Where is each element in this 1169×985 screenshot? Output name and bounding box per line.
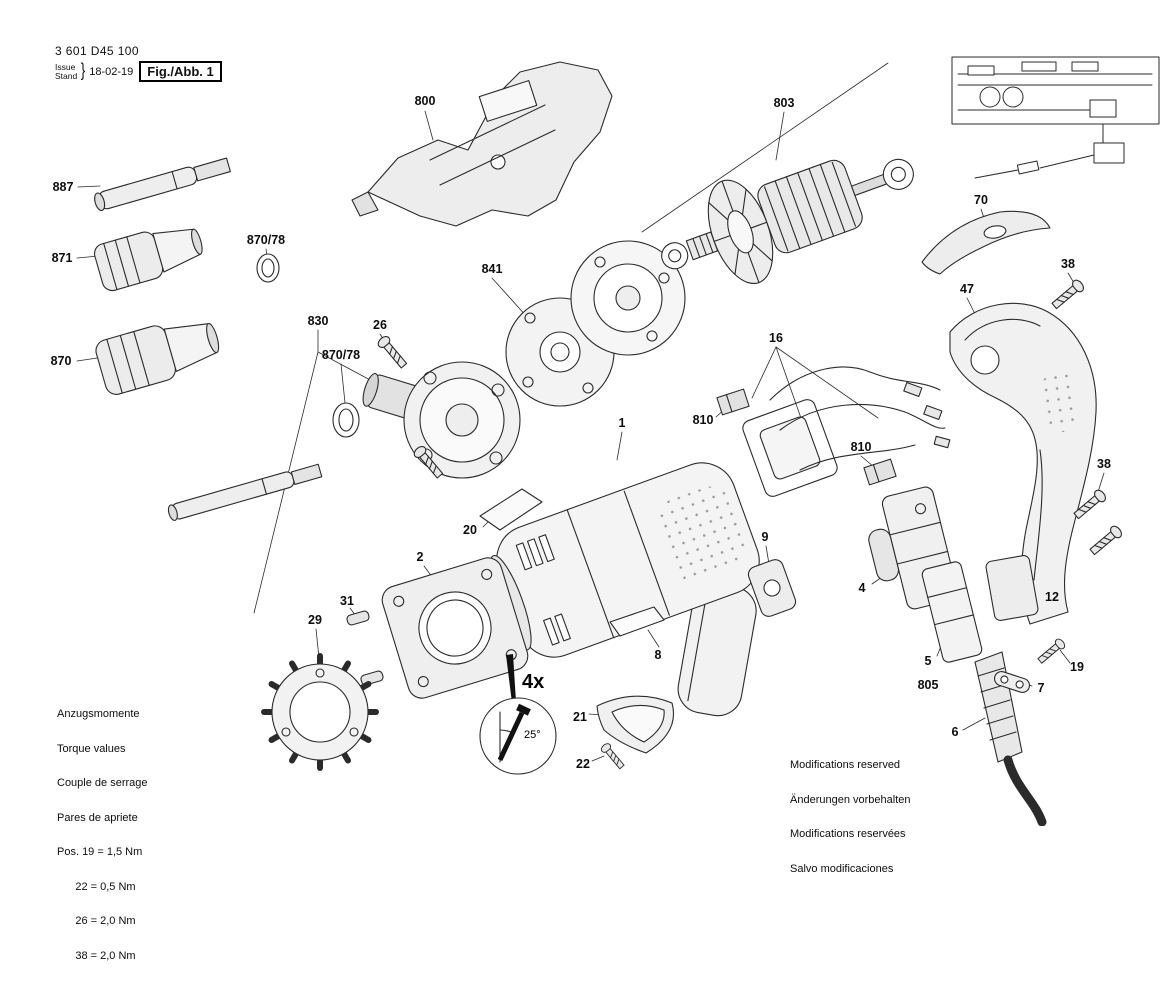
- bit-holder-887: [94, 157, 231, 212]
- part-callout-870-78-a: 870/78: [246, 233, 286, 247]
- part-callout-16: 16: [769, 331, 783, 345]
- part-callout-22: 22: [576, 757, 590, 771]
- part-callout-805: 805: [917, 678, 939, 692]
- part-callout-9: 9: [761, 530, 769, 544]
- parts-diagram-page: 3 601 D45 100 Issue Stand } 18-02-19 Fig…: [50, 44, 1160, 961]
- plate-20: [479, 488, 543, 531]
- torque-note-line: Pares de apriete: [57, 811, 138, 824]
- part-callout-12: 12: [1045, 590, 1059, 604]
- part-callout-70: 70: [974, 193, 988, 207]
- brush-plate-assembly-16: [742, 366, 951, 497]
- sleeve-870: [95, 323, 220, 395]
- title-block: 3 601 D45 100 Issue Stand } 18-02-19 Fig…: [55, 44, 222, 82]
- part-callout-20: 20: [463, 523, 477, 537]
- o-ring-870-78-b: [332, 402, 360, 438]
- clamp-7: [993, 671, 1031, 693]
- part-callout-6: 6: [951, 725, 959, 739]
- part-callout-8: 8: [654, 648, 662, 662]
- part-callout-870-78-b: 870/78: [321, 348, 361, 362]
- angle-annotation: 25°: [524, 729, 541, 741]
- part-callout-38-a: 38: [1061, 257, 1075, 271]
- cap-21: [596, 695, 675, 754]
- issue-brace: }: [80, 60, 86, 80]
- modifications-note-line: Salvo modificaciones: [790, 862, 894, 875]
- part-callout-31: 31: [340, 594, 354, 608]
- part-callout-19: 19: [1070, 660, 1084, 674]
- part-callout-1: 1: [618, 416, 626, 430]
- part-callout-800: 800: [414, 94, 436, 108]
- o-ring-870-78-a: [256, 253, 280, 283]
- part-callout-21: 21: [573, 710, 587, 724]
- component-12: [985, 555, 1039, 621]
- screw-26-a: [375, 333, 410, 371]
- sleeve-871: [93, 228, 203, 292]
- part-callout-29: 29: [308, 613, 322, 627]
- part-callout-887: 887: [52, 180, 74, 194]
- module-805: [921, 561, 983, 663]
- part-callout-4: 4: [858, 581, 866, 595]
- label-plate-8: [609, 606, 665, 637]
- pin-31-a: [346, 610, 370, 626]
- part-callout-47: 47: [960, 282, 974, 296]
- part-callout-7: 7: [1037, 681, 1045, 695]
- bracket-9: [747, 559, 797, 617]
- torque-note: Anzugsmomente Torque values Couple de se…: [57, 686, 148, 985]
- field-2: [381, 557, 529, 699]
- torque-note-line: 38 = 2,0 Nm: [57, 949, 136, 962]
- wiring-inset-diagram: [951, 56, 1160, 179]
- part-callout-810-a: 810: [692, 413, 714, 427]
- part-callout-870: 870: [50, 354, 72, 368]
- modifications-note: Modifications reserved Änderungen vorbeh…: [790, 737, 910, 898]
- screw-38-a: [1049, 277, 1087, 312]
- torque-note-line: Anzugsmomente: [57, 708, 140, 720]
- carbon-brush-810-b: [863, 458, 897, 486]
- angle-detail: [479, 654, 557, 775]
- part-callout-871: 871: [51, 251, 73, 265]
- part-number: 3 601 D45 100: [55, 44, 139, 58]
- modifications-note-line: Änderungen vorbehalten: [790, 793, 911, 806]
- issue-label: Issue: [55, 61, 76, 72]
- figure-label: Fig./Abb. 1: [139, 61, 222, 82]
- housing-grip: [677, 583, 757, 717]
- screw-38-b2: [1087, 523, 1125, 558]
- part-callout-830: 830: [307, 314, 329, 328]
- part-callout-38-b: 38: [1097, 457, 1111, 471]
- part-callout-5: 5: [924, 654, 932, 668]
- armature-803: [661, 158, 914, 285]
- quantity-annotation: 4x: [522, 671, 545, 693]
- part-callout-810-b: 810: [850, 440, 872, 454]
- bearing-plate-841-rear: [570, 240, 686, 356]
- part-callout-841: 841: [481, 262, 503, 276]
- pin-31-b: [360, 670, 384, 686]
- torque-note-line: 26 = 2,0 Nm: [57, 915, 136, 927]
- nosepiece-800: [351, 61, 613, 227]
- screw-19: [1035, 636, 1067, 666]
- issue-date: 18-02-19: [89, 65, 134, 78]
- clip-70: [921, 210, 1051, 275]
- torque-note-line: Pos. 19 = 1,5 Nm: [57, 846, 143, 858]
- motor-housing-1: [489, 462, 760, 658]
- bit-holder-long: [167, 463, 323, 521]
- modifications-note-line: Modifications reserved: [790, 759, 901, 771]
- torque-note-line: Torque values: [57, 742, 126, 755]
- screw-25deg-icon: [497, 703, 531, 762]
- carbon-brush-810-a: [716, 388, 750, 416]
- handle-47: [949, 302, 1097, 625]
- gear-housing-830: [362, 361, 521, 479]
- modifications-note-line: Modifications reservées: [790, 828, 906, 840]
- stand-label: Stand: [55, 70, 78, 81]
- exploded-view-drawing: [76, 56, 1160, 826]
- torque-note-line: 22 = 0,5 Nm: [57, 880, 136, 893]
- cable-6: [974, 651, 1047, 826]
- ring-29: [261, 653, 379, 771]
- part-callout-2: 2: [416, 550, 424, 564]
- part-callout-803: 803: [773, 96, 795, 110]
- torque-note-line: Couple de serrage: [57, 777, 148, 789]
- part-callout-26: 26: [373, 318, 387, 332]
